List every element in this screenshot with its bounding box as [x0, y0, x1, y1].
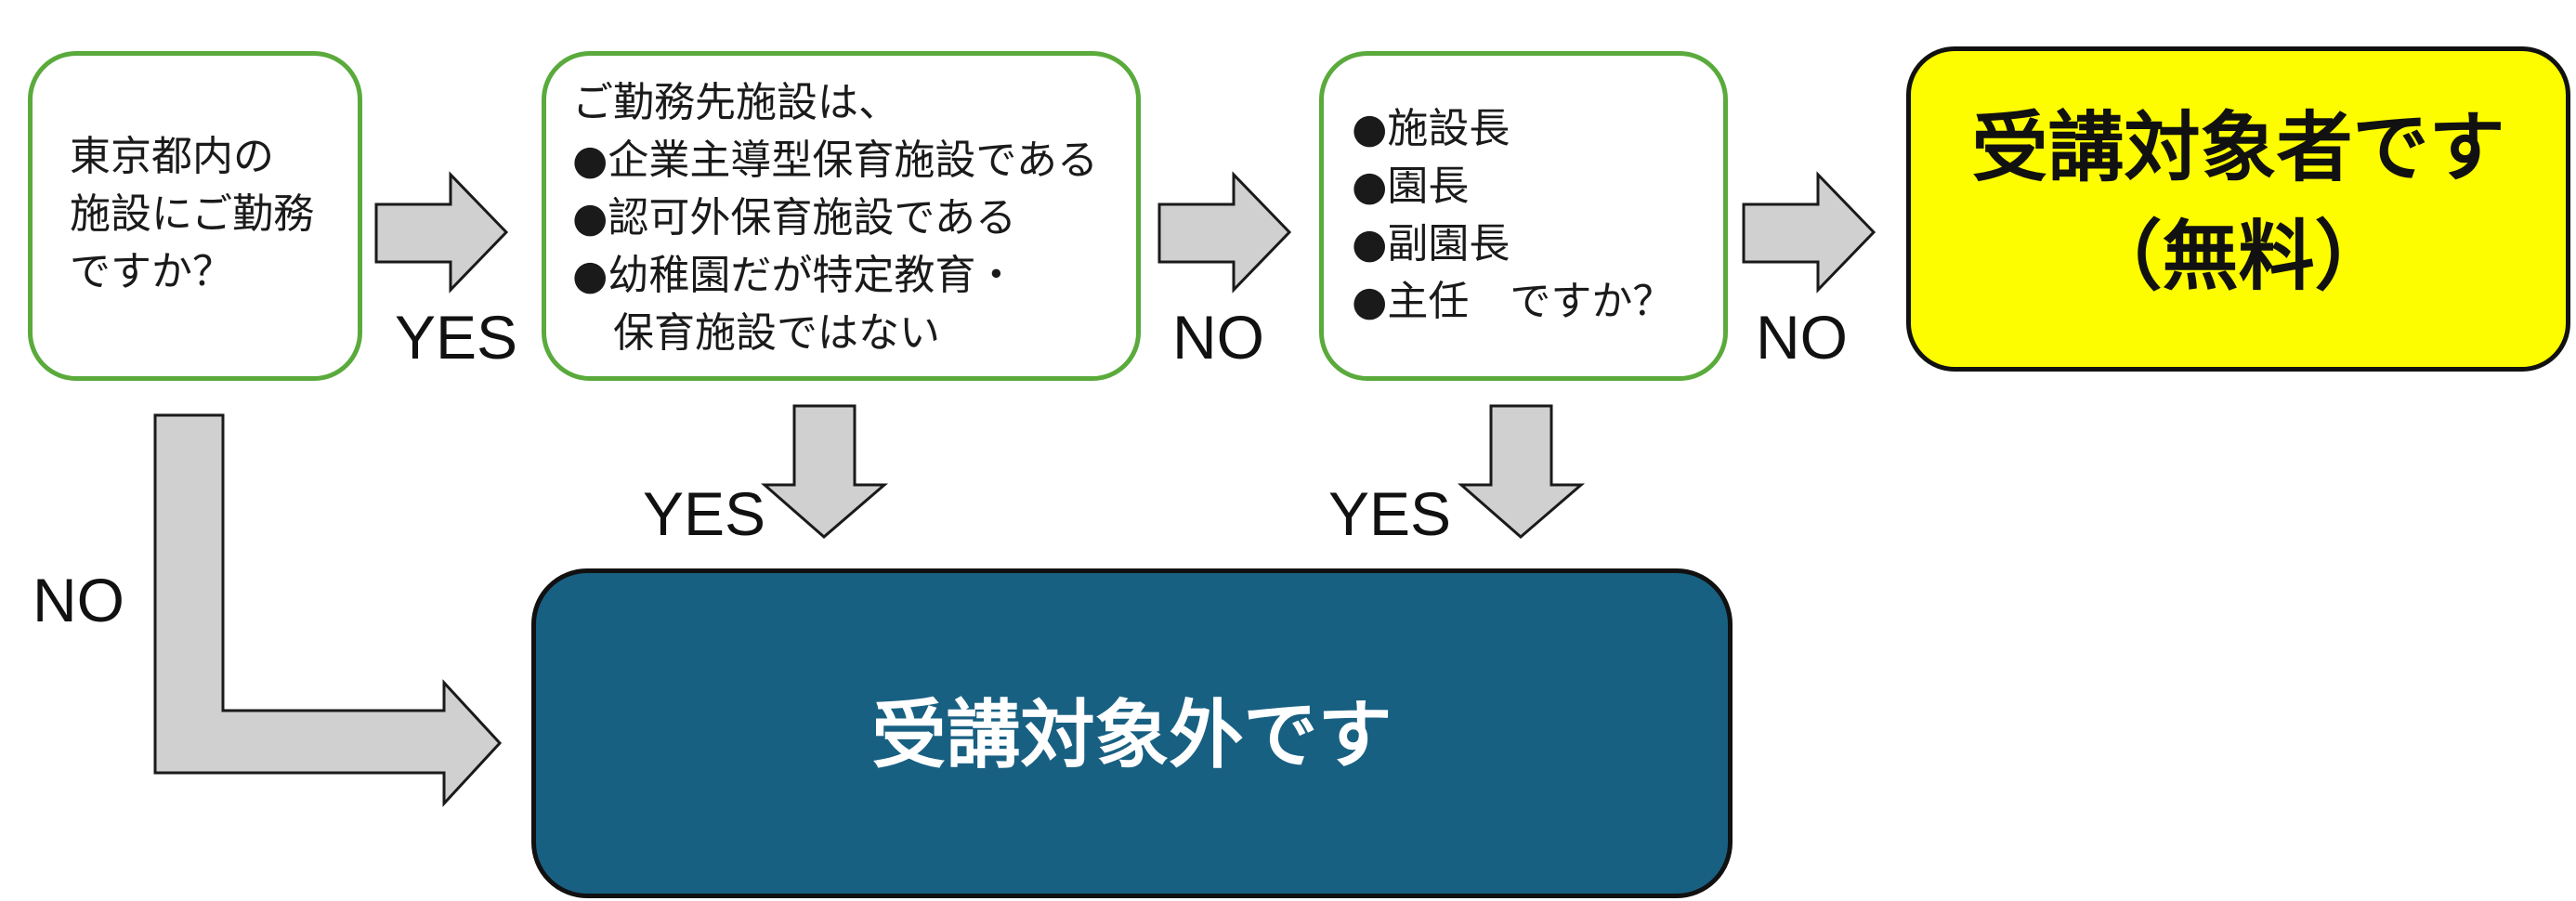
- label-q1-yes: YES: [395, 303, 518, 372]
- arrow-q3-to-eligible: [1742, 171, 1876, 294]
- label-q2-yes: YES: [643, 479, 766, 548]
- not-eligible-title: 受講対象外です: [871, 692, 1393, 778]
- eligible-title: 受講対象者です: [1971, 104, 2505, 192]
- question-2-line-4: ●幼稚園だが特定教育・: [572, 252, 1017, 299]
- question-1-text: 東京都内の 施設にご勤務 ですか？: [70, 128, 314, 301]
- label-q3-no: NO: [1756, 303, 1848, 372]
- question-2-box: ご勤務先施設は、 ●企業主導型保育施設である ●認可外保育施設である ●幼稚園だ…: [542, 51, 1141, 381]
- question-2-line-3: ●認可外保育施設である: [572, 194, 1016, 242]
- label-q2-no: NO: [1172, 303, 1264, 372]
- question-2-line-1: ご勤務先施設は、: [572, 79, 899, 126]
- arrow-q1-down-right: [153, 413, 503, 807]
- question-1-box: 東京都内の 施設にご勤務 ですか？: [28, 51, 362, 381]
- arrow-q1-to-q2: [374, 171, 509, 294]
- question-3-line-4: ●主任 ですか？: [1352, 278, 1674, 325]
- question-3-line-3: ●副園長: [1352, 220, 1510, 268]
- question-3-text: ●施設長 ●園長 ●副園長 ●主任 ですか？: [1352, 100, 1673, 331]
- arrow-q2-down: [761, 404, 889, 539]
- question-1-line-1: 東京都内の: [70, 133, 274, 180]
- question-3-box: ●施設長 ●園長 ●副園長 ●主任 ですか？: [1319, 51, 1728, 381]
- question-2-line-2: ●企業主導型保育施設である: [572, 137, 1098, 184]
- arrow-q2-to-q3: [1157, 171, 1292, 294]
- question-1-line-3: ですか？: [70, 248, 233, 295]
- label-q3-yes: YES: [1328, 479, 1452, 548]
- arrow-q3-down: [1458, 404, 1586, 539]
- label-q1-no: NO: [33, 566, 124, 634]
- question-3-line-2: ●園長: [1352, 163, 1470, 210]
- eligible-result-box: 受講対象者です （無料）: [1906, 46, 2570, 372]
- eligible-note: （無料）: [2086, 213, 2391, 301]
- question-1-line-2: 施設にご勤務: [70, 190, 315, 238]
- question-2-line-5: 保育施設ではない: [572, 309, 940, 357]
- question-3-line-1: ●施設長: [1352, 105, 1510, 152]
- question-2-text: ご勤務先施設は、 ●企業主導型保育施設である ●認可外保育施設である ●幼稚園だ…: [572, 74, 1098, 362]
- not-eligible-result-box: 受講対象外です: [531, 568, 1733, 898]
